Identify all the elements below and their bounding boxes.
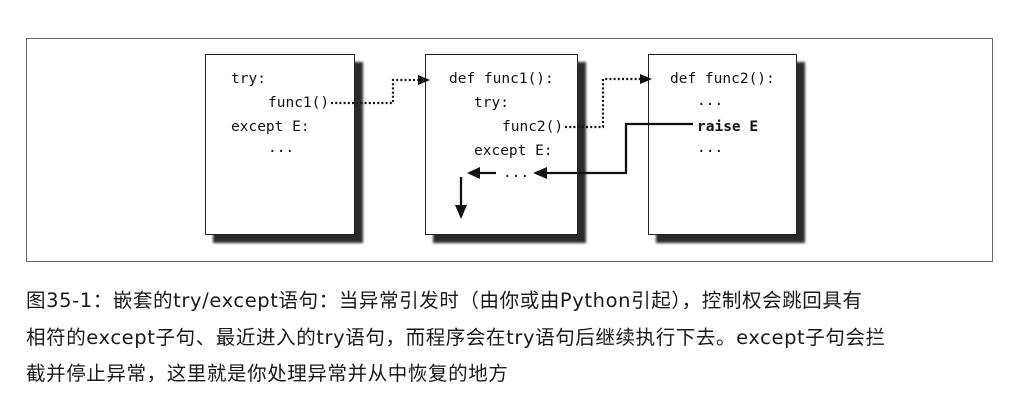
code-line-ellipsis: ... — [697, 140, 724, 156]
code-line-def-func1: def func1(): — [449, 71, 554, 87]
code-line-try: try: — [474, 95, 509, 111]
caption-line: 图35-1：嵌套的try/except语句：当异常引发时（由你或由Python引… — [26, 289, 863, 312]
nested-try-except-diagram: try: func1() except E: ... def func1(): … — [26, 38, 993, 262]
code-line-raise: raise E — [697, 119, 759, 135]
code-line-except: except E: — [474, 143, 553, 159]
code-line-func1-call: func1() — [268, 95, 330, 111]
code-line-ellipsis: ... — [268, 140, 295, 156]
caption-line: 相符的except子句、最近进入的try语句，而程序会在try语句后继续执行下去… — [26, 325, 886, 349]
caption-line: 截并停止异常，这里就是你处理异常并从中恢复的地方 — [26, 362, 509, 385]
figure-caption: 图35-1：嵌套的try/except语句：当异常引发时（由你或由Python引… — [26, 283, 1006, 393]
code-line-ellipsis: ... — [697, 93, 724, 109]
figure-frame — [26, 38, 993, 262]
code-line-ellipsis: ... — [503, 165, 530, 181]
caller-code-box — [205, 54, 355, 235]
code-line-func2-call: func2() — [502, 119, 564, 135]
code-line-except: except E: — [231, 119, 310, 135]
code-line-try: try: — [231, 71, 266, 87]
code-line-def-func2: def func2(): — [670, 71, 775, 87]
